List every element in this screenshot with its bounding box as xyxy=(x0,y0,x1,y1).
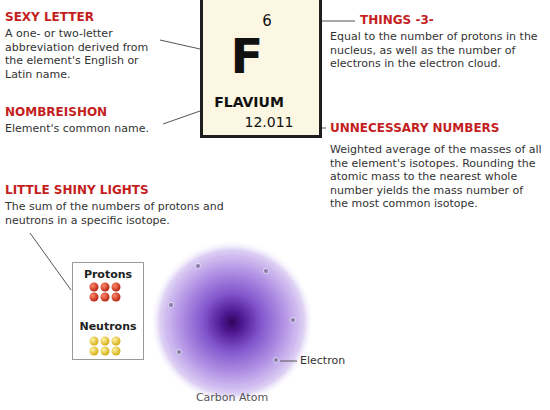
atom-shell xyxy=(166,256,298,388)
atomic-number: 6 xyxy=(209,13,325,30)
element-name: FLAVIUM xyxy=(191,94,307,111)
callout-label: Electron xyxy=(300,354,345,368)
figure-caption: Carbon Atom xyxy=(172,391,292,405)
neutron-balls xyxy=(90,337,121,356)
heading-label: NOMBREISHON xyxy=(5,105,107,120)
particle-label: Neutrons xyxy=(73,320,143,333)
description-text: Weighted average of the masses of all th… xyxy=(330,143,544,211)
proton-balls xyxy=(90,283,121,302)
atomic-mass: 12.011 xyxy=(211,114,327,131)
heading-label: UNNECESSARY NUMBERS xyxy=(330,121,499,136)
particle-label: Protons xyxy=(73,268,143,281)
heading-label: LITTLE SHINY LIGHTS xyxy=(5,183,149,198)
nucleus-box: ProtonsNeutrons xyxy=(72,262,144,360)
description-text: The sum of the numbers of protons and ne… xyxy=(5,200,230,227)
heading-label: SEXY LETTER xyxy=(5,10,94,25)
description-text: Element's common name. xyxy=(5,122,165,136)
electrons xyxy=(168,263,295,362)
description-text: Equal to the number of protons in the nu… xyxy=(330,30,544,71)
atom-cloud xyxy=(150,240,314,404)
heading-label: THINGS -3- xyxy=(360,13,434,28)
description-text: A one- or two-letter abbreviation derive… xyxy=(5,27,155,81)
element-tile: 6FFLAVIUM12.011 xyxy=(200,0,322,138)
element-symbol: F xyxy=(189,31,305,81)
